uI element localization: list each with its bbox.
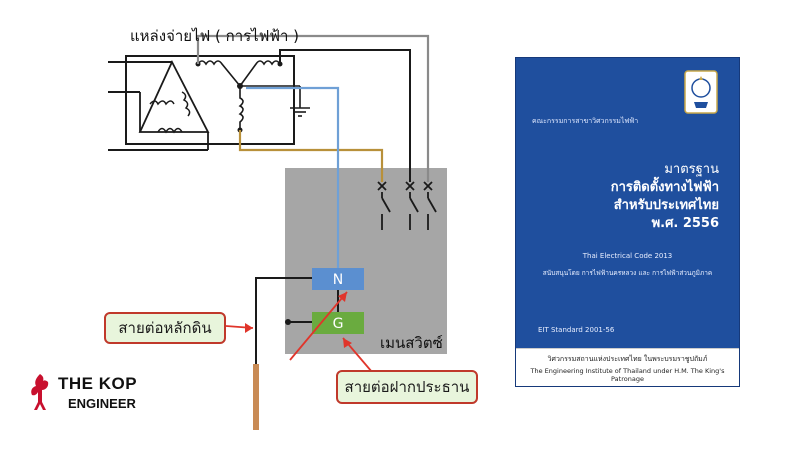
logo-line1: THE KOP [58, 374, 138, 393]
book-footer-strip: วิศวกรรมสถานแห่งประเทศไทย ในพระบรมราชูปถ… [516, 348, 739, 386]
arrow-bonding-1-head [338, 292, 347, 302]
primary-coil-right [181, 91, 191, 117]
book-standard-number: EIT Standard 2001-56 [538, 326, 615, 334]
book-support: สนับสนุนโดย การไฟฟ้านครหลวง และ การไฟฟ้า… [542, 269, 713, 277]
book-institute-en: The Engineering Institute of Thailand un… [530, 367, 725, 383]
secondary-coil-a [197, 60, 241, 87]
book-title-line3: สำหรับประเทศไทย [613, 198, 719, 213]
bonding-callout: สายต่อฝากประธาน [336, 370, 478, 404]
secondary-coil-c [238, 86, 244, 130]
primary-coil-left [149, 100, 175, 106]
neutral-wire-blue [246, 86, 340, 268]
liver-bird-icon [31, 374, 49, 410]
book-institute-th: วิศวกรรมสถานแห่งประเทศไทย ในพระบรมราชูปถ… [547, 355, 708, 363]
eit-emblem-icon [684, 70, 718, 114]
bonding-callout-text: สายต่อฝากประธาน [344, 378, 470, 396]
ground-lead-dot [285, 319, 291, 325]
neutral-bar [312, 268, 364, 290]
main-switch-panel [285, 168, 447, 354]
ground-rod [253, 364, 259, 430]
main-switch-label: เมนสวิตซ์ [380, 334, 443, 352]
delta-primary [138, 59, 210, 133]
ground-bar-label: G [333, 316, 344, 332]
transformer-box [125, 55, 295, 145]
arrow-ground-rod-head [245, 323, 253, 333]
logo-line2: ENGINEER [68, 396, 136, 411]
book-title-line2: การติดตั้งทางไฟฟ้า [610, 180, 719, 195]
source-title: แหล่งจ่ายไฟ ( การไฟฟ้า ) [130, 27, 300, 45]
ground-rod-callout-text: สายต่อหลักดิน [118, 319, 212, 337]
ground-conductor [255, 277, 312, 364]
book-code: Thai Electrical Code 2013 [582, 252, 673, 260]
secondary-coil-b [239, 60, 281, 87]
neutral-bar-label: N [333, 272, 343, 288]
arrow-bonding-2-head [343, 338, 352, 348]
breaker-contacts [377, 181, 437, 230]
book-title-line1: มาตรฐาน [664, 162, 719, 177]
ground-rod-callout: สายต่อหลักดิน [104, 312, 226, 344]
phase-wire-brown [238, 130, 384, 182]
phase-wire-gray [196, 34, 430, 182]
the-kop-logo: THE KOP ENGINEER [26, 372, 166, 416]
phase-wire-black [279, 49, 411, 182]
book-committee: คณะกรรมการสาขาวิศวกรรมไฟฟ้า [532, 117, 639, 125]
standard-book-cover: คณะกรรมการสาขาวิศวกรรมไฟฟ้า มาตรฐาน การต… [515, 57, 740, 387]
book-title-line4: พ.ศ. 2556 [651, 216, 719, 231]
arrow-bonding-1 [289, 291, 348, 361]
primary-coil-bottom [157, 127, 183, 134]
